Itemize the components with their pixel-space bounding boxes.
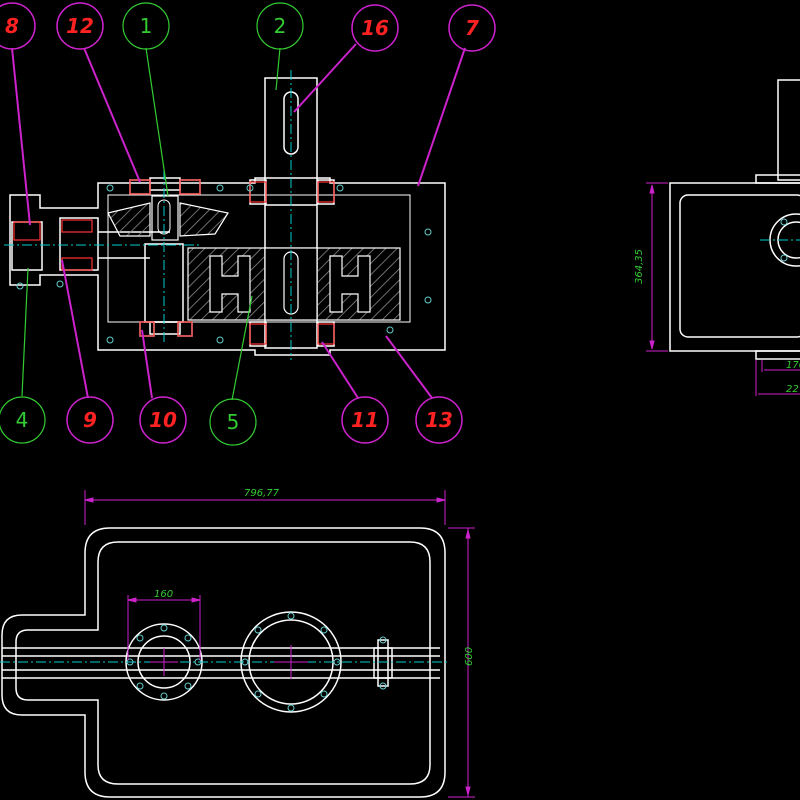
bevel-gear-hatched (107, 195, 229, 241)
balloon-10-text: 10 (149, 408, 177, 432)
balloon-7-text: 7 (465, 16, 479, 40)
balloon-9: 9 (66, 396, 114, 444)
balloon-9-text: 9 (83, 408, 97, 432)
plan-width-label: 796,77 (244, 488, 280, 499)
bearings (13, 179, 335, 345)
balloon-7: 7 (448, 4, 496, 52)
balloon-16: 16 (351, 4, 399, 52)
plan-inner (15, 541, 431, 785)
balloon-1-text: 1 (140, 14, 153, 38)
housing-inner (107, 194, 411, 323)
plan-crosshairs (150, 645, 308, 679)
balloon-5-text: 5 (227, 410, 240, 434)
balloon-11-text: 11 (351, 408, 379, 432)
large-gear-hatched (187, 247, 401, 321)
plan-outer (1, 527, 446, 798)
side-bolts (780, 218, 788, 262)
balloon-5: 5 (209, 398, 257, 446)
balloon-4-text: 4 (16, 408, 29, 432)
balloon-4: 4 (0, 396, 46, 444)
balloon-16-text: 16 (361, 16, 389, 40)
side-height-dimension (646, 182, 800, 396)
plan-dimensions (84, 490, 475, 798)
balloon-8: 8 (0, 2, 36, 50)
balloon-2: 2 (256, 2, 304, 50)
plan-height-label: 600 (464, 647, 475, 666)
leader-lines (11, 43, 466, 401)
side-offset-b-label: 22 (786, 384, 799, 395)
center-lines (4, 70, 292, 360)
balloon-12: 12 (56, 2, 104, 50)
balloon-1: 1 (122, 2, 170, 50)
bore-spacing-label: 160 (154, 589, 173, 600)
balloon-13: 13 (415, 396, 463, 444)
balloon-11: 11 (341, 396, 389, 444)
balloon-2-text: 2 (274, 14, 287, 38)
balloon-13-text: 13 (425, 408, 453, 432)
plan-view (1, 527, 446, 798)
side-height-label: 364,35 (634, 249, 645, 284)
balloon-8-text: 8 (5, 14, 19, 38)
plan-bolts (126, 612, 387, 712)
balloon-10: 10 (139, 396, 187, 444)
side-offset-a-label: 170 (786, 360, 800, 371)
balloon-12-text: 12 (66, 14, 94, 38)
front-bolts (16, 184, 432, 344)
side-view (669, 79, 800, 360)
